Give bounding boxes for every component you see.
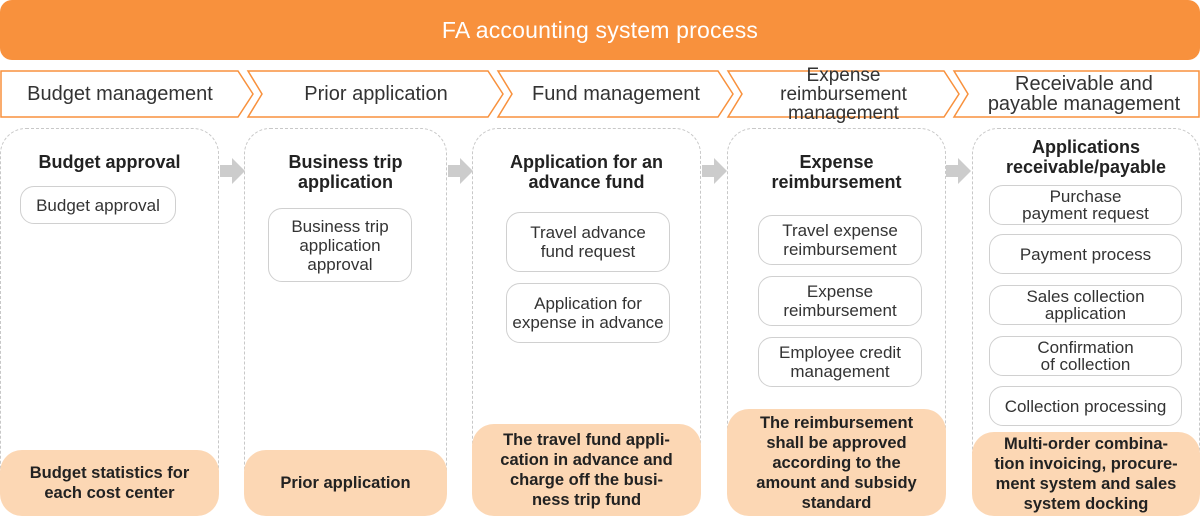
column-title-business-trip-application: Business trip application	[288, 152, 403, 192]
stage-chevron-bar	[0, 70, 1200, 118]
stage-budget-management: Budget management	[27, 83, 213, 105]
step-sales-collection-application: Sales collection application	[989, 285, 1182, 325]
flow-arrow-icon	[702, 158, 727, 184]
flow-arrow-icon	[220, 158, 245, 184]
stage-prior-application: Prior application	[304, 83, 448, 105]
note-budget-statistics: Budget statistics for each cost center	[0, 450, 219, 516]
step-collection-processing: Collection processing	[989, 386, 1182, 426]
stage-fund-management: Fund management	[532, 83, 700, 105]
column-title-expense-reimbursement: Expense reimbursement	[771, 152, 902, 192]
note-multi-order-invoicing: Multi-order combina- tion invoicing, pro…	[972, 432, 1200, 516]
stage-chevron-expense	[726, 70, 960, 118]
flow-arrow-icon	[946, 158, 971, 184]
column-title-budget-approval: Budget approval	[38, 152, 181, 172]
step-expense-in-advance: Application for expense in advance	[506, 283, 670, 343]
stage-chevron-prior	[246, 70, 504, 118]
stage-expense-reimbursement-management: Expense reimbursement management	[780, 64, 907, 124]
note-prior-application: Prior application	[244, 450, 447, 516]
step-travel-advance-fund-request: Travel advance fund request	[506, 212, 670, 272]
step-travel-expense-reimbursement: Travel expense reimbursement	[758, 215, 922, 265]
step-budget-approval: Budget approval	[20, 186, 176, 224]
step-purchase-payment-request: Purchase payment request	[989, 185, 1182, 225]
column-title-applications-receivable-payable: Applications receivable/payable	[1005, 137, 1167, 177]
stage-receivable-payable-management: Receivable and payable management	[987, 73, 1181, 115]
flow-arrow-icon	[448, 158, 473, 184]
stage-chevron-budget	[0, 70, 254, 118]
step-expense-reimbursement: Expense reimbursement	[758, 276, 922, 326]
step-business-trip-approval: Business trip application approval	[268, 208, 412, 282]
process-title-banner: FA accounting system process	[0, 0, 1200, 60]
step-confirmation-of-collection: Confirmation of collection	[989, 336, 1182, 376]
stage-chevron-fund	[496, 70, 734, 118]
note-travel-fund: The travel fund appli- cation in advance…	[472, 424, 701, 516]
step-payment-process: Payment process	[989, 234, 1182, 274]
stage-chevron-receivable	[952, 70, 1200, 118]
step-employee-credit-management: Employee credit management	[758, 337, 922, 387]
process-title: FA accounting system process	[441, 16, 759, 43]
column-title-advance-fund: Application for an advance fund	[510, 152, 663, 192]
note-reimbursement-approval: The reimbursement shall be approved acco…	[727, 409, 946, 516]
